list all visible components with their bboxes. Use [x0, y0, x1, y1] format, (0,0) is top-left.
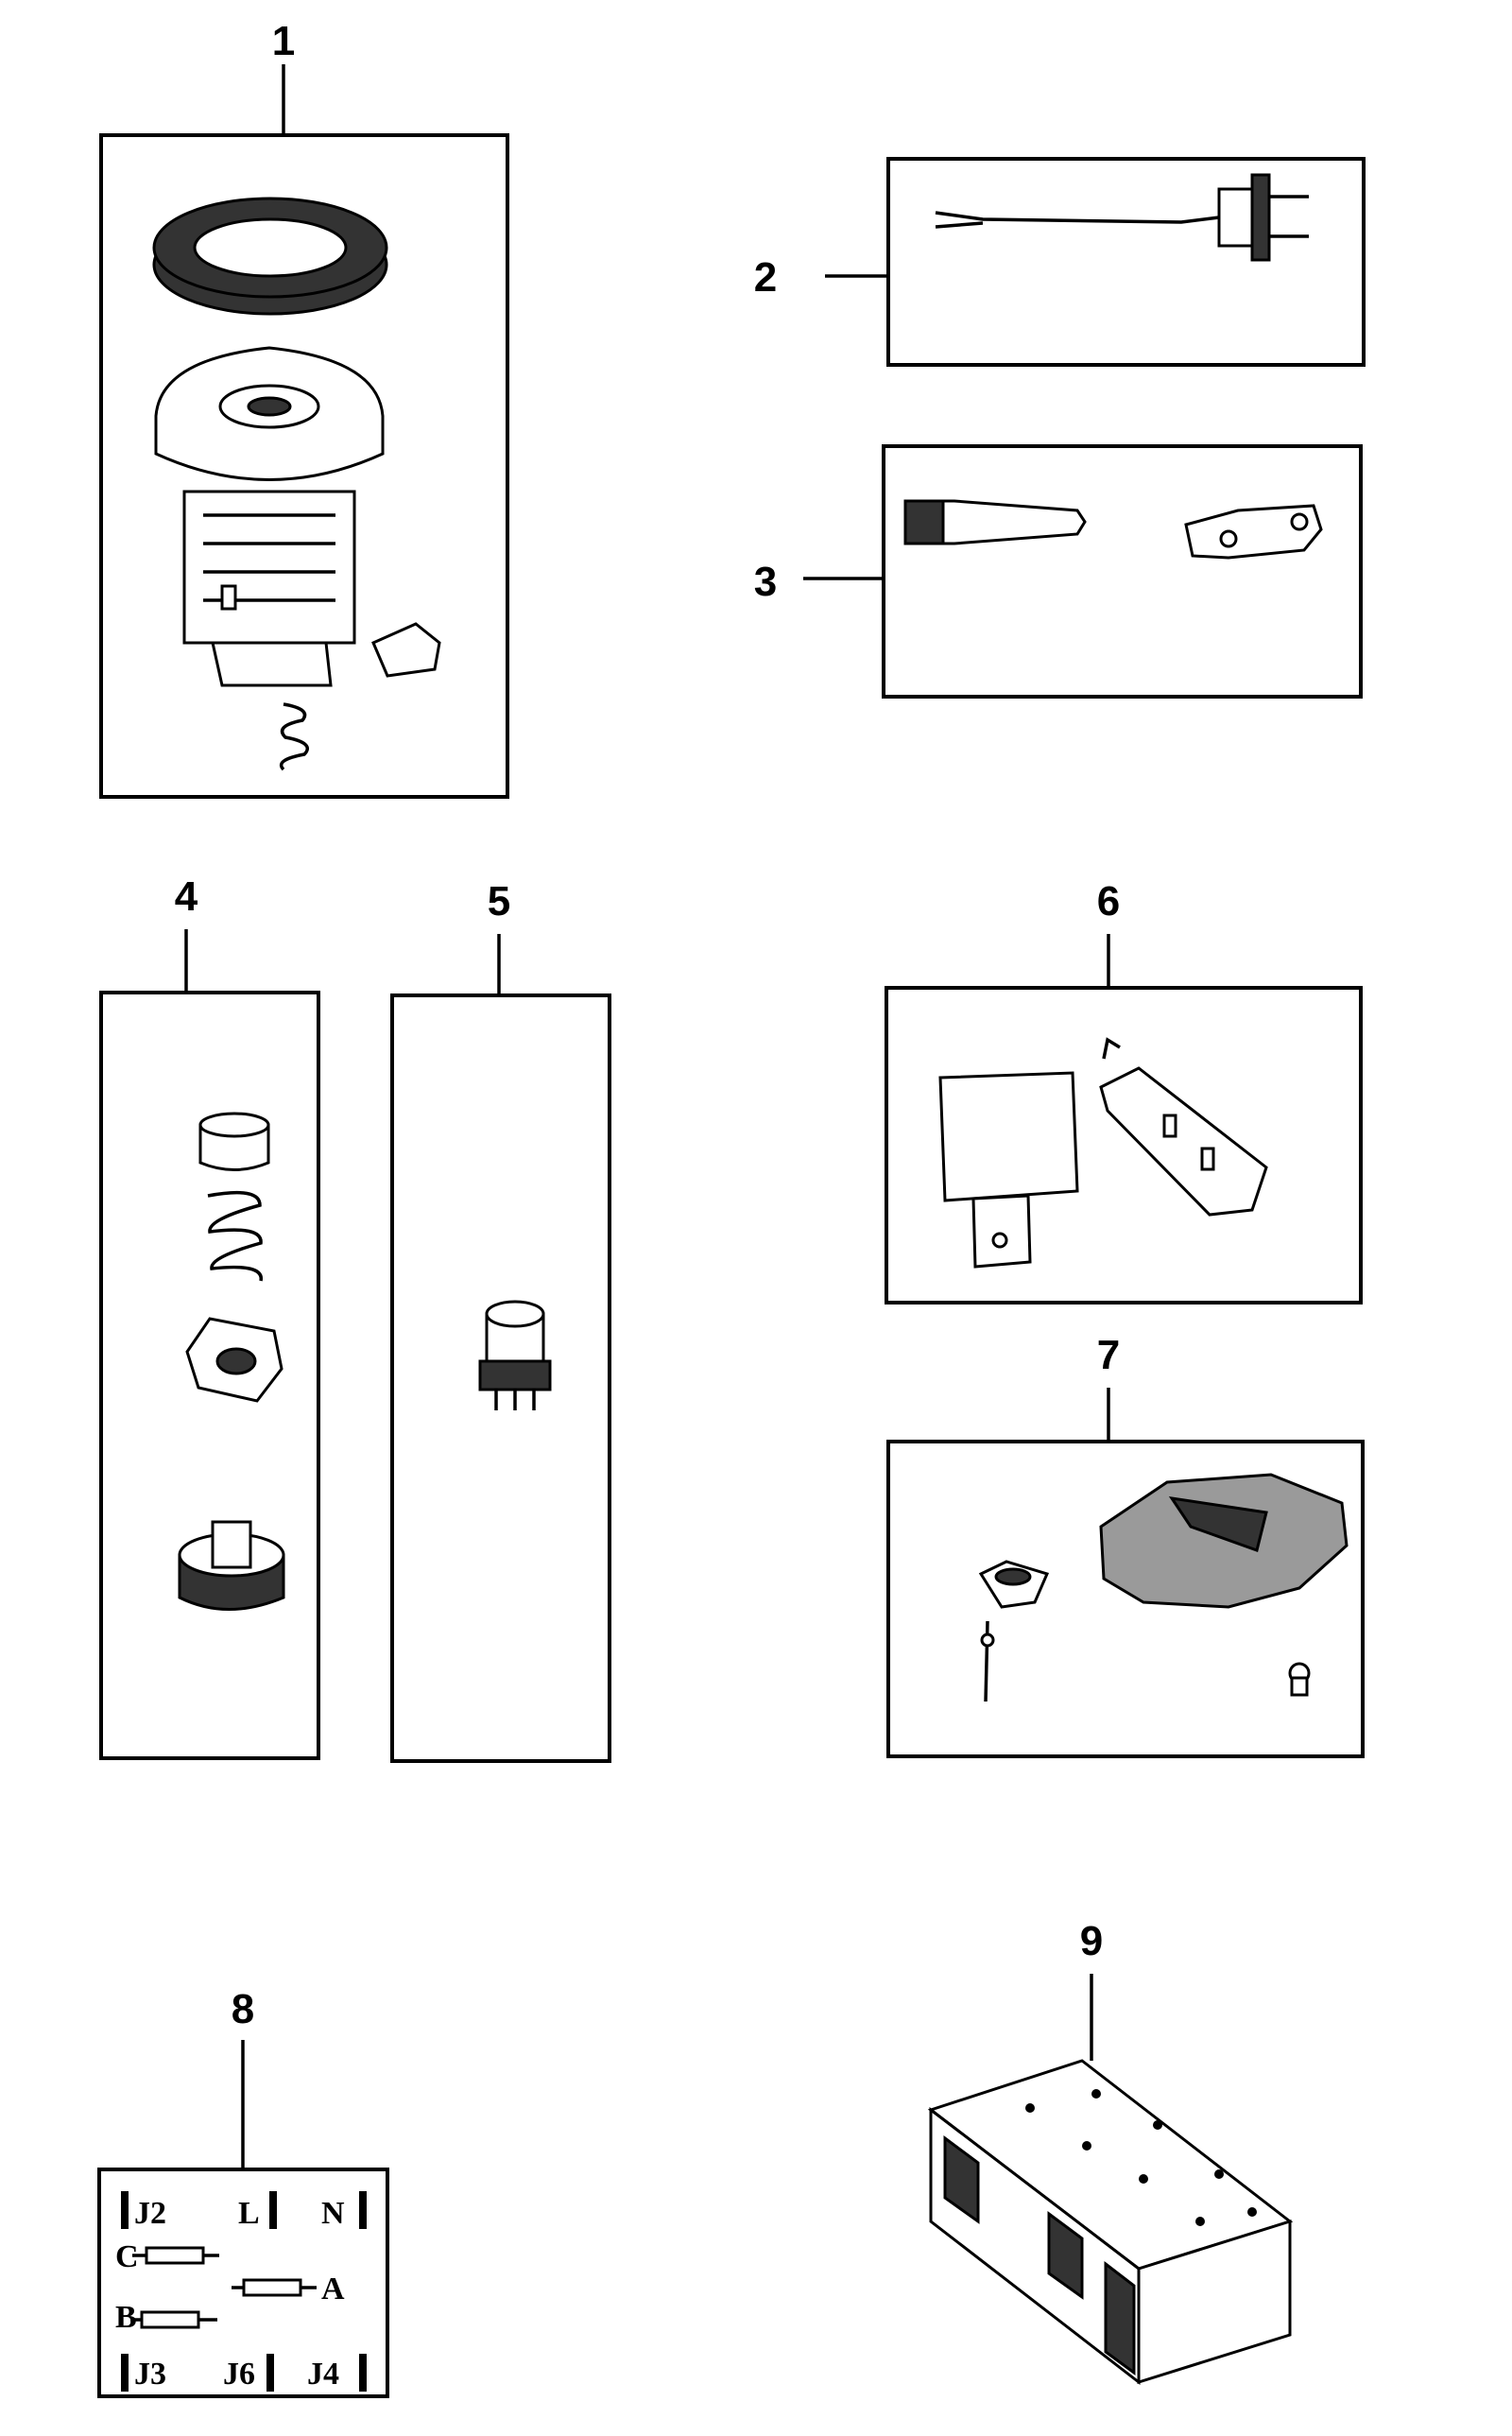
terminal-label-l: L: [238, 2196, 260, 2231]
motor-assembly-drawing: [152, 197, 441, 771]
brush-and-bracket-drawing: [903, 499, 1323, 560]
part-6-frame: [885, 986, 1363, 1304]
callout-2: 2: [754, 254, 777, 301]
callout-7: 7: [1097, 1332, 1120, 1378]
part-1-frame: [99, 133, 509, 799]
part-4-frame: [99, 991, 320, 1760]
part-4-group: 4: [99, 873, 320, 1760]
thermostat-and-cover-drawing: [978, 1473, 1349, 1702]
switch-kit-drawing: [178, 1112, 285, 1611]
terminal-label-j6: J6: [223, 2357, 255, 2392]
callout-4: 4: [175, 873, 198, 920]
part-3-frame: [882, 444, 1363, 699]
terminal-label-a: A: [321, 2272, 345, 2306]
part-3-group: 3: [754, 444, 1363, 699]
part-1-group: 1: [99, 18, 509, 799]
terminal-label-b: B: [115, 2300, 137, 2335]
push-button-drawing: [478, 1300, 552, 1410]
part-5-frame: [390, 993, 611, 1763]
part-2-group: 2: [754, 157, 1366, 367]
heater-box-drawing: [927, 2059, 1294, 2386]
callout-3: 3: [754, 559, 777, 605]
relay-and-contact-strip-drawing: [938, 1037, 1268, 1269]
callout-9: 9: [1080, 1918, 1103, 1964]
terminal-label-n: N: [321, 2196, 345, 2231]
callout-5: 5: [488, 878, 510, 924]
part-5-group: 5: [390, 878, 611, 1763]
terminal-block-drawing: J2 L N C A B J3 J6 J4: [115, 2191, 367, 2392]
part-7-frame: [886, 1440, 1365, 1758]
terminal-label-j2: J2: [134, 2196, 166, 2231]
callout-6: 6: [1097, 878, 1120, 924]
callout-8: 8: [232, 1986, 254, 2032]
part-2-frame: [886, 157, 1366, 367]
power-cable-drawing: [935, 173, 1309, 262]
terminal-label-j3: J3: [134, 2357, 166, 2392]
callout-1: 1: [272, 18, 295, 64]
part-8-group: 8 J2 L N C A B J3 J6 J4: [97, 1986, 389, 2398]
part-8-frame: [97, 2168, 389, 2398]
terminal-label-j4: J4: [307, 2357, 339, 2392]
part-7-group: 7: [886, 1332, 1365, 1758]
part-9-group: 9: [927, 1918, 1294, 2386]
part-6-group: 6: [885, 878, 1363, 1304]
